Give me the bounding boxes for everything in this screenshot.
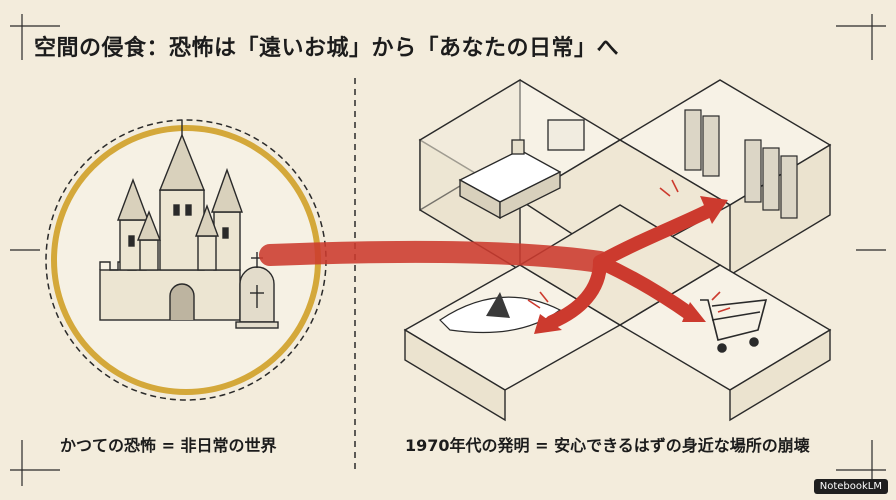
bed-icon: [458, 139, 562, 220]
right-caption: 1970年代の発明 = 安心できるはずの身近な場所の崩壊: [405, 436, 810, 455]
locker-icon: [684, 109, 798, 219]
window-icon: [547, 119, 585, 151]
alert-burst-lines: [527, 179, 731, 313]
notebooklm-badge: NotebookLM: [813, 479, 888, 494]
red-arrows: [259, 203, 717, 329]
gravestone-icon: [235, 252, 279, 329]
frame-lines: [10, 14, 886, 486]
arrow-heads: [534, 196, 728, 334]
shark-fin-icon: [439, 292, 562, 334]
page-title: 空間の侵食：恐怖は「遠いお城」から「あなたの日常」へ: [34, 36, 620, 61]
shopping-cart-icon: [700, 299, 768, 353]
left-caption: かつての恐怖 = 非日常の世界: [60, 436, 277, 455]
castle-icon: [99, 120, 243, 321]
